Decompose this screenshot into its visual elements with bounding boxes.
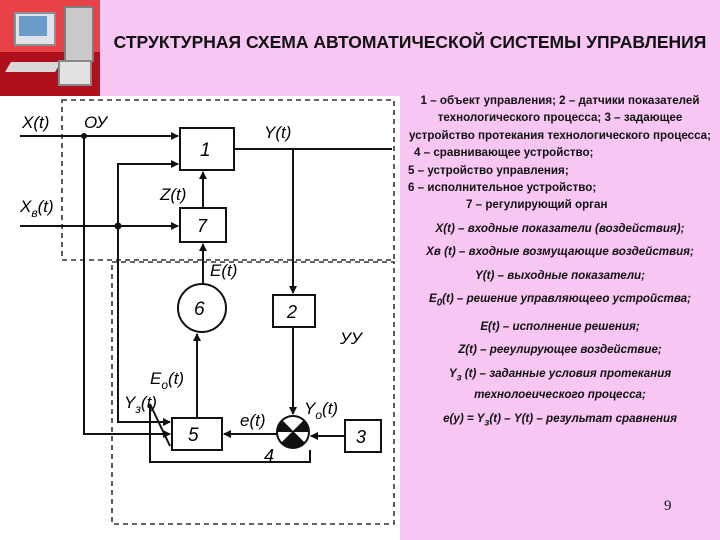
yz-feedback-line [149, 403, 311, 463]
legend-e0: E0(t) – решение управляющеео устройства; [408, 290, 712, 312]
label-yo-tail: (t) [322, 399, 338, 418]
legend-yz-pre: Y [448, 366, 457, 380]
label-xv: Xв(t) [19, 197, 54, 220]
label-e0: Eo(t) [150, 369, 184, 392]
logo-image [0, 0, 100, 98]
legend-item-5: 5 – устройство управления; [408, 163, 569, 177]
legend-panel: 1 – объект управления; 2 – датчики показ… [408, 92, 712, 431]
legend-e0-pre: E [428, 292, 437, 306]
legend-item-4: 4 – сравнивающее устройство; [414, 146, 594, 160]
label-yz-main: Y [124, 393, 137, 412]
legend-ey: e(y) = Yз(t) – Y(t) – результат сравнени… [408, 410, 712, 432]
label-et: e(t) [240, 411, 266, 430]
label-e0-tail: (t) [168, 369, 184, 388]
label-yo: Yo(t) [304, 399, 338, 422]
label-yz-tail: (t) [141, 393, 157, 412]
block-2-sensors [272, 294, 316, 328]
legend-z: Z(t) – реeулирующее воздействие; [458, 343, 662, 357]
legend-ey-post: (t) – Y(t) – результат сравнения [489, 411, 677, 425]
label-ou: ОУ [84, 113, 109, 132]
junction-dot [81, 133, 87, 139]
legend-item-7: 7 – регулирующий орган [466, 198, 608, 212]
label-yz: Yз(t) [124, 393, 157, 416]
block-4-number: 4 [264, 446, 274, 466]
block-3-number: 3 [356, 427, 366, 447]
block-3-setpoint-device [344, 419, 382, 453]
uu-region [111, 261, 395, 525]
label-uu: УУ [339, 329, 364, 348]
xv-feed-down [117, 226, 171, 426]
block-1-control-object [179, 127, 235, 171]
y-output-line [234, 148, 297, 294]
xv-feed-to-controller [117, 160, 179, 226]
label-e0-sub: o [161, 378, 168, 392]
label-y: Y(t) [264, 123, 291, 142]
junction-dot [114, 222, 122, 230]
legend-x: X(t) – входные показатели (воздействия); [435, 221, 685, 235]
label-xv-tail: (t) [38, 197, 54, 216]
legend-e0-post: (t) – решение управляющеео устройства; [442, 292, 691, 306]
label-yo-main: Y [304, 399, 317, 418]
block-2-number: 2 [286, 302, 297, 322]
block-1-number: 1 [200, 140, 211, 161]
legend-xv: Xв (t) – входные возмущающие воздействия… [426, 245, 694, 259]
label-e: E(t) [210, 261, 237, 280]
block-7-number: 7 [197, 216, 208, 236]
block-6-number: 6 [194, 299, 205, 320]
legend-item-6: 6 – исполнительное устройство; [408, 181, 597, 195]
label-yo-sub: o [315, 408, 322, 422]
block-7-regulating-organ [179, 207, 227, 243]
legend-y: Y(t) – выходные показатели; [475, 268, 645, 282]
label-xv-main: X [19, 197, 32, 216]
legend-e0-sub: 0 [436, 297, 443, 309]
label-yz-sub: з [134, 402, 141, 416]
block-5-controller [171, 417, 223, 451]
block-diagram: 1 7 6 2 5 3 4 X(t) ОУ Y(t) Z(t) Xв(t) E(… [19, 99, 395, 525]
legend-yz-post: (t) – заданные условия протекания технол… [461, 366, 672, 402]
legend-yz-sub: з [456, 371, 462, 383]
label-x: X(t) [21, 113, 49, 132]
legend-yz: Yз (t) – заданные условия протекания тех… [408, 365, 712, 404]
ou-region [61, 99, 395, 261]
block-5-number: 5 [188, 425, 199, 446]
label-z: Z(t) [159, 185, 186, 204]
legend-block-list: 1 – объект управления; 2 – датчики показ… [409, 94, 711, 142]
x-feed-to-controller [83, 136, 171, 438]
block-4-comparator [276, 415, 310, 449]
legend-ey-pre: e(y) = Y [443, 411, 485, 425]
label-xv-sub: в [31, 206, 37, 220]
label-e0-main: E [150, 369, 162, 388]
legend-e: E(t) – исполнение решения; [480, 319, 640, 333]
legend-ey-sub: з [484, 417, 490, 429]
page-number: 9 [664, 498, 672, 514]
slide-title: СТРУКТУРНАЯ СХЕМА АВТОМАТИЧЕСКОЙ СИСТЕМЫ… [113, 32, 707, 52]
